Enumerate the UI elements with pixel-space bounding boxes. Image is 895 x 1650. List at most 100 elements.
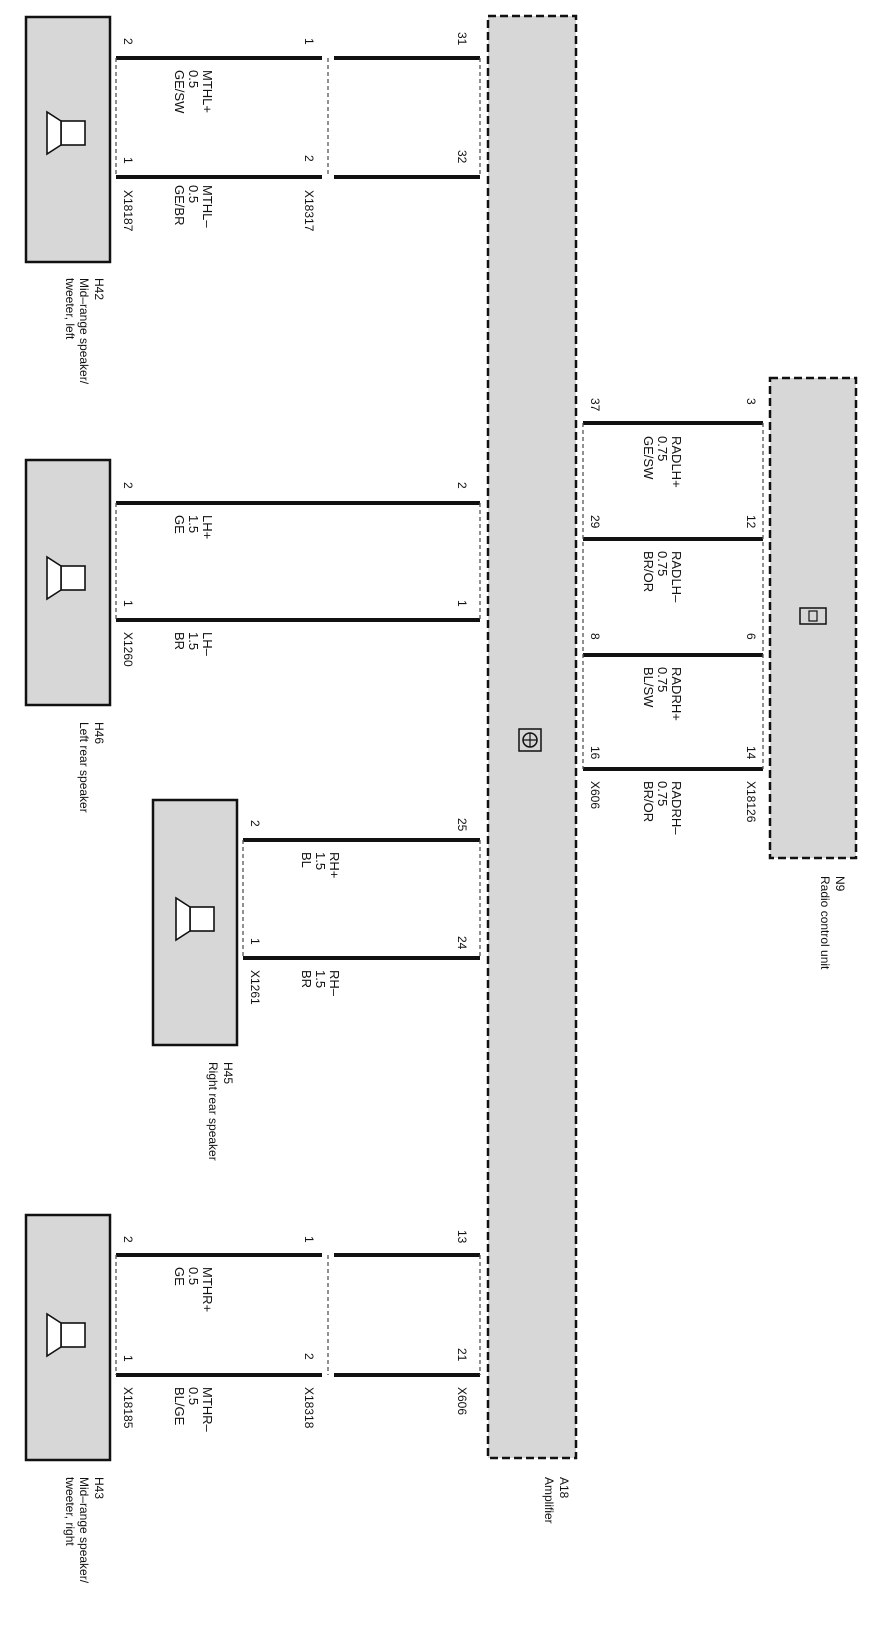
x18318-pin-1: 1 <box>302 1236 316 1243</box>
h43-name-line2: tweeter, right <box>63 1477 77 1546</box>
h46-id: H46 <box>92 722 106 744</box>
wire-mthr-minus-color: BL/GE <box>172 1387 187 1426</box>
wire-rh-minus-color: BR <box>299 970 314 988</box>
radio-name: Radio control unit <box>818 876 832 970</box>
wire-radlh-minus-signal: RADLH– <box>669 551 684 603</box>
h45-wires <box>242 838 481 960</box>
wire-mthl-plus-signal: MTHL+ <box>200 70 215 113</box>
wire-lh-minus-gauge: 1.5 <box>186 632 201 650</box>
wire-mthr-minus-gauge: 0.5 <box>186 1387 201 1405</box>
wire-mthr-plus-gauge: 0.5 <box>186 1267 201 1285</box>
connector-x1260: X1260 <box>121 632 135 667</box>
wire-rh-plus-signal: RH+ <box>327 852 342 878</box>
amp-pin-13: 13 <box>455 1230 469 1244</box>
connector-x606-radio: X606 <box>588 781 602 809</box>
amp-pin-25: 25 <box>455 818 469 832</box>
h42-pin-1: 1 <box>121 157 135 164</box>
connector-x18317: X18317 <box>302 190 316 232</box>
connector-x18185: X18185 <box>121 1387 135 1429</box>
wire-lh-minus-color: BR <box>172 632 187 650</box>
h43-pin-1: 1 <box>121 1355 135 1362</box>
wire-radlh-plus-color: GE/SW <box>641 436 656 480</box>
amp-pin-2: 2 <box>455 482 469 489</box>
amp-pin-21: 21 <box>455 1348 469 1362</box>
amplifier-box <box>486 14 578 1460</box>
h43-name-line1: Mid–range speaker/ <box>77 1477 91 1584</box>
amp-pin-24: 24 <box>455 936 469 950</box>
radio-id: N9 <box>833 876 847 892</box>
speaker-h46-icon <box>46 555 86 601</box>
wire-radrh-plus-color: BL/SW <box>641 667 656 708</box>
wire-mthl-minus-color: GE/BR <box>172 185 187 225</box>
h45-pin-2: 2 <box>248 820 262 827</box>
wire-radlh-plus-signal: RADLH+ <box>669 436 684 488</box>
wire-mthr-minus-signal: MTHR– <box>200 1387 215 1433</box>
h43-wires <box>115 1253 481 1377</box>
h45-id: H45 <box>221 1062 235 1084</box>
radio-pin-12: 12 <box>744 515 758 529</box>
amp-pin-29: 29 <box>588 515 602 529</box>
wire-rh-plus-gauge: 1.5 <box>313 852 328 870</box>
connector-x1261: X1261 <box>248 970 262 1005</box>
speaker-h42-box <box>24 15 112 264</box>
wire-lh-minus-signal: LH– <box>200 632 215 657</box>
h46-wires <box>115 501 481 622</box>
wire-rh-plus-color: BL <box>299 852 314 868</box>
h45-name: Right rear speaker <box>206 1062 220 1161</box>
wire-radlh-minus-gauge: 0.75 <box>655 551 670 576</box>
wire-mthr-plus-color: GE <box>172 1267 187 1286</box>
h42-id: H42 <box>92 278 106 300</box>
connector-x18187: X18187 <box>121 190 135 232</box>
amplifier-symbol-icon <box>518 728 542 752</box>
x18318-pin-2: 2 <box>302 1353 316 1360</box>
wire-radrh-plus-signal: RADRH+ <box>669 667 684 721</box>
amp-pin-31: 31 <box>455 32 469 46</box>
speaker-h42-icon <box>46 110 86 156</box>
amp-pin-16: 16 <box>588 746 602 760</box>
radio-pin-6: 6 <box>744 633 758 640</box>
connector-x18318: X18318 <box>302 1387 316 1429</box>
wire-radrh-plus-gauge: 0.75 <box>655 667 670 692</box>
wire-radrh-minus-signal: RADRH– <box>669 781 684 835</box>
radio-box <box>768 376 858 860</box>
h42-name-line1: Mid–range speaker/ <box>77 278 91 385</box>
amp-pin-37: 37 <box>588 398 602 412</box>
wire-lh-plus-gauge: 1.5 <box>186 515 201 533</box>
amp-pin-32: 32 <box>455 150 469 164</box>
radio-pin-3: 3 <box>744 398 758 405</box>
wire-radrh-minus-color: BR/OR <box>641 781 656 822</box>
x18317-pin-1: 1 <box>302 38 316 45</box>
amp-pin-1: 1 <box>455 600 469 607</box>
wire-mthr-plus-signal: MTHR+ <box>200 1267 215 1312</box>
amplifier-name: Amplifier <box>542 1477 556 1524</box>
h46-pin-2: 2 <box>121 482 135 489</box>
h46-pin-1: 1 <box>121 600 135 607</box>
h42-wires <box>115 56 481 179</box>
h43-id: H43 <box>92 1477 106 1499</box>
amp-pin-8: 8 <box>588 633 602 640</box>
h46-name: Left rear speaker <box>77 722 91 813</box>
wire-rh-minus-signal: RH– <box>327 970 342 997</box>
wire-lh-plus-signal: LH+ <box>200 515 215 539</box>
wire-mthl-minus-gauge: 0.5 <box>186 185 201 203</box>
wire-mthl-plus-color: GE/SW <box>172 70 187 114</box>
amplifier-id: A18 <box>557 1477 571 1499</box>
wire-radlh-plus-gauge: 0.75 <box>655 436 670 461</box>
speaker-h43-icon <box>46 1312 86 1358</box>
wire-mthl-plus-gauge: 0.5 <box>186 70 201 88</box>
connector-x606-bottom: X606 <box>455 1387 469 1415</box>
speaker-h45-icon <box>175 896 215 942</box>
wire-mthl-minus-signal: MTHL– <box>200 185 215 228</box>
radio-pin-14: 14 <box>744 746 758 760</box>
h42-name-line2: tweeter, left <box>63 278 77 340</box>
h45-pin-1: 1 <box>248 938 262 945</box>
wire-lh-plus-color: GE <box>172 515 187 534</box>
connector-x18126: X18126 <box>744 781 758 823</box>
wire-radlh-minus-color: BR/OR <box>641 551 656 592</box>
wire-radrh-minus-gauge: 0.75 <box>655 781 670 806</box>
radio-wires <box>582 421 764 771</box>
h43-pin-2: 2 <box>121 1236 135 1243</box>
wire-rh-minus-gauge: 1.5 <box>313 970 328 988</box>
h42-pin-2: 2 <box>121 38 135 45</box>
